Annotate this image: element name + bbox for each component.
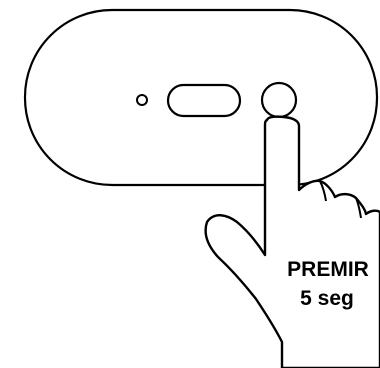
- push-button[interactable]: [262, 83, 296, 117]
- oval-slot: [168, 85, 240, 116]
- instruction-duration-label: 5 seg: [300, 287, 354, 310]
- instruction-action-label: PREMIR: [287, 258, 369, 281]
- status-led-icon: [137, 95, 147, 105]
